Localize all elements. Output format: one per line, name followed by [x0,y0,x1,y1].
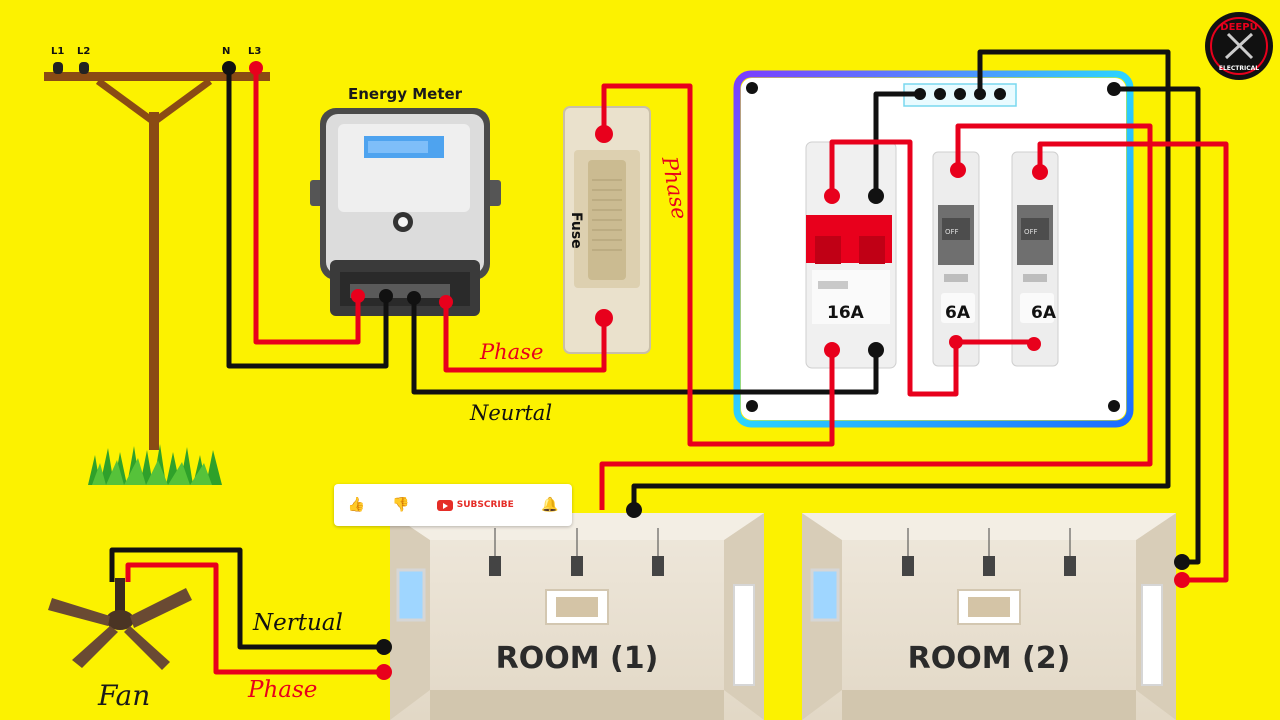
lamp-icon [489,556,501,576]
channel-logo: DEEPU ELECTRICAL [1205,12,1273,80]
board-screw [746,82,758,94]
mcb-2-off-text: OFF [1024,228,1038,236]
phase-label-fuse: Phase [657,154,692,222]
room-2-label: ROOM (2) [908,641,1071,676]
mcb-1-6a: OFF 6A [932,151,980,367]
terminal-dots [222,61,1190,680]
room-2: ROOM (2) [802,513,1176,720]
terminal-label-l2: L2 [77,46,90,57]
mcb-1-rating: 6A [945,303,971,323]
board-screw [1108,400,1120,412]
mcb-2-6a: OFF 6A [1011,151,1059,367]
main-breaker-rating: 16A [827,303,865,323]
neutral-label-fan: Nertual [252,610,343,636]
subscribe-bar: 👍 👎 SUBSCRIBE 🔔 [334,484,572,526]
bell-icon[interactable]: 🔔 [540,497,559,513]
thumbs-up-icon[interactable]: 👍 [347,497,366,513]
ceiling-lights [902,528,1076,576]
fuse-label: Fuse [568,212,584,249]
ceiling-fan-icon [48,578,192,670]
pole-insulators [53,62,89,74]
grass-icon [88,444,222,485]
subscribe-label: SUBSCRIBE [456,500,514,510]
terminal-label-l3: L3 [248,46,261,57]
door-icon [733,584,755,686]
mcb-1-off-text: OFF [945,228,959,236]
lamp-icon [571,556,583,576]
lamp-icon [983,556,995,576]
phase-label-fan: Phase [247,677,317,703]
fuse: Fuse [563,106,651,354]
room-1-label: ROOM (1) [496,641,659,676]
electric-pole [44,72,270,485]
fan-label: Fan [97,679,150,712]
window-icon [396,568,426,622]
lamp-icon [652,556,664,576]
pole-terminal-labels: L1 L2 N L3 [51,46,261,57]
energy-meter: Energy Meter [310,85,501,316]
subscribe-button[interactable]: SUBSCRIBE [436,499,514,511]
ceiling-lights [489,528,664,576]
channel-logo-name: DEEPU [1220,22,1257,33]
terminal-label-n: N [222,46,230,57]
energy-meter-title: Energy Meter [348,85,463,103]
neutral-label-main: Neurtal [469,401,552,425]
phase-label-meter: Phase [479,340,543,364]
main-breaker-16a: 16A [805,141,897,369]
window-icon [810,568,840,622]
lamp-icon [902,556,914,576]
board-screw [746,400,758,412]
mcb-2-rating: 6A [1031,303,1057,323]
thumbs-down-icon[interactable]: 👎 [392,497,410,513]
door-icon [1141,584,1163,686]
channel-logo-sub: ELECTRICAL [1219,65,1259,72]
terminal-label-l1: L1 [51,46,64,57]
youtube-icon [436,499,453,511]
lamp-icon [1064,556,1076,576]
room-1: ROOM (1) [390,513,764,720]
